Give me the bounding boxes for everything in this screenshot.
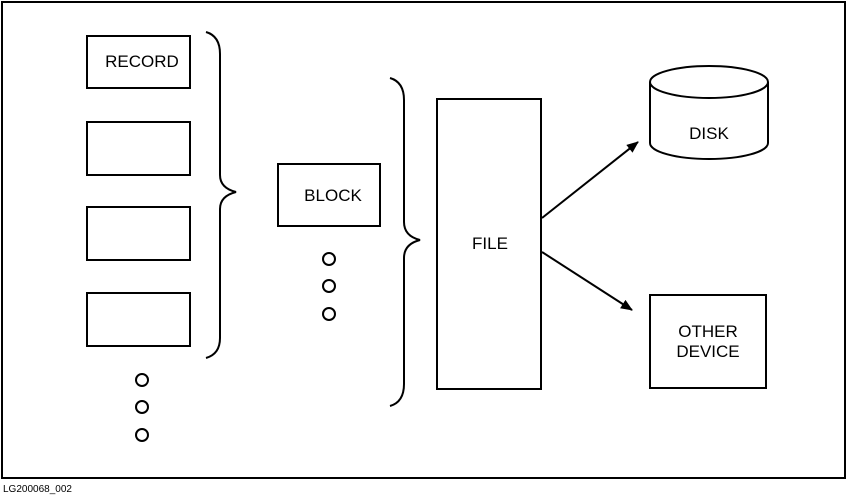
other-device-label-line1: OTHER: [678, 322, 738, 341]
arrow-to-other-device: [541, 251, 633, 311]
ellipsis-dot: [135, 373, 149, 387]
block-label: BLOCK: [304, 186, 362, 205]
record-label: RECORD: [105, 52, 179, 71]
record-box-4: [86, 292, 191, 347]
arrow-to-disk: [541, 141, 639, 219]
ellipsis-dot: [322, 252, 336, 266]
file-label: FILE: [472, 234, 508, 253]
disk-label: DISK: [689, 124, 729, 143]
records-brace: [205, 31, 237, 359]
disk-top: [649, 65, 769, 99]
record-box: [86, 35, 191, 89]
diagram-frame: [1, 1, 846, 479]
file-box: [436, 98, 542, 390]
ellipsis-dot: [322, 307, 336, 321]
disk-cylinder: DISK: [649, 65, 769, 160]
other-device-label-line2: DEVICE: [676, 342, 739, 361]
figure-caption: LG200068_002: [3, 484, 72, 495]
block-group: BLOCK: [277, 163, 381, 321]
record-group: RECORD: [86, 35, 191, 442]
record-box-3: [86, 206, 191, 261]
record-box-2: [86, 121, 191, 176]
blocks-brace: [389, 77, 421, 407]
disk-body: [649, 82, 769, 160]
ellipsis-dot: [135, 400, 149, 414]
other-device-box: [649, 294, 767, 389]
file-group: FILE: [436, 98, 542, 390]
ellipsis-dot: [322, 279, 336, 293]
other-device-group: OTHER DEVICE: [649, 294, 767, 389]
ellipsis-dot: [135, 428, 149, 442]
block-box: [277, 163, 381, 227]
